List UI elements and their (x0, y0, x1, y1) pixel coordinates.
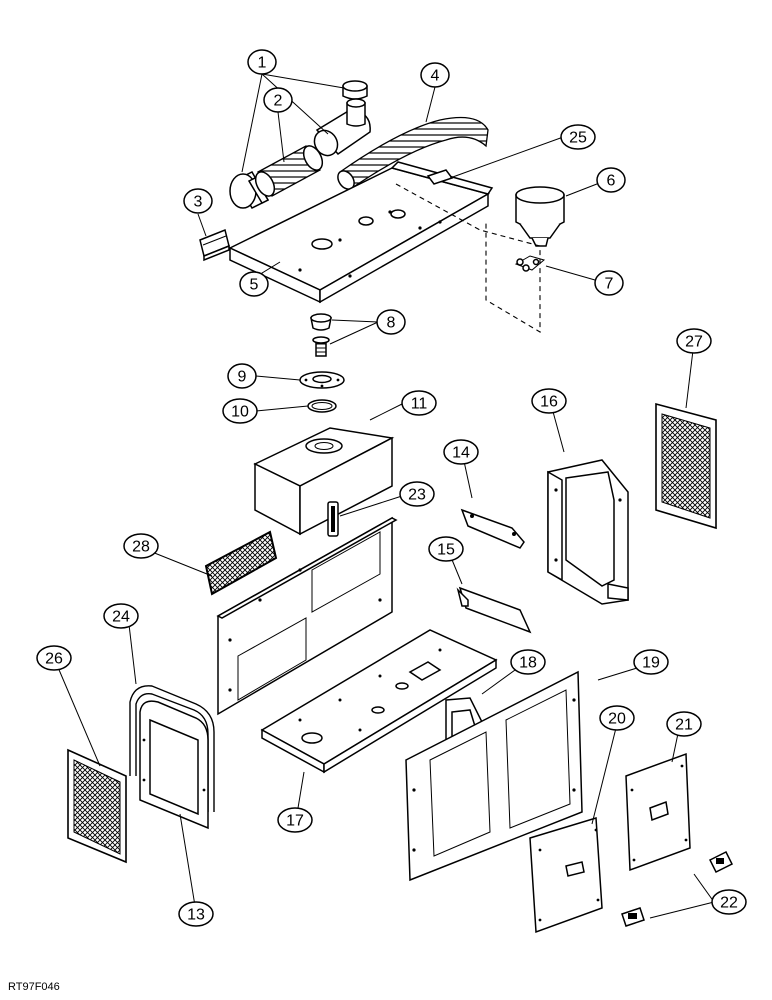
callout-11: 11 (401, 390, 437, 416)
callout-8: 8 (376, 309, 406, 335)
callout-19: 19 (633, 649, 669, 675)
callout-17: 17 (277, 807, 313, 833)
callout-10: 10 (222, 398, 258, 424)
svg-text:19: 19 (642, 655, 660, 672)
part-17-base-platform (260, 629, 498, 774)
svg-text:8: 8 (387, 315, 396, 332)
svg-text:25: 25 (569, 130, 587, 147)
part-7-clamp-hardware (514, 255, 546, 272)
assembly-path-line (395, 183, 541, 333)
svg-text:5: 5 (250, 277, 259, 294)
svg-text:24: 24 (112, 609, 130, 626)
callout-26: 26 (36, 645, 72, 671)
svg-text:26: 26 (45, 651, 63, 668)
svg-text:27: 27 (685, 334, 703, 351)
part-26-grille (67, 748, 127, 864)
part-4-exhaust-pipe (337, 116, 489, 190)
svg-text:9: 9 (238, 369, 247, 386)
part-27-grille (655, 402, 717, 530)
svg-text:3: 3 (194, 194, 203, 211)
svg-text:15: 15 (437, 542, 455, 559)
svg-text:7: 7 (605, 276, 614, 293)
part-19-front-panel (405, 670, 583, 882)
callout-23: 23 (399, 481, 435, 507)
callout-18: 18 (510, 649, 546, 675)
part-24-seal-strip (129, 685, 215, 812)
part-8-filler-cap (310, 313, 332, 357)
part-1-end-housing (229, 171, 270, 209)
svg-text:13: 13 (187, 907, 205, 924)
callout-2: 2 (263, 87, 293, 113)
part-15-plate (456, 586, 532, 634)
svg-text:21: 21 (675, 717, 693, 734)
svg-text:6: 6 (607, 173, 616, 190)
callout-25: 25 (560, 124, 596, 150)
callout-22: 22 (711, 889, 747, 915)
svg-text:10: 10 (231, 404, 249, 421)
part-2-flex-hose (254, 145, 324, 197)
svg-text:2: 2 (274, 93, 283, 110)
part-1-rain-cap (342, 80, 368, 100)
part-28-grille (204, 530, 278, 596)
svg-text:23: 23 (408, 487, 426, 504)
callout-1: 1 (247, 49, 277, 75)
part-11-tank (253, 427, 395, 536)
callout-28: 28 (123, 533, 159, 559)
callout-15: 15 (428, 536, 464, 562)
callout-27: 27 (676, 328, 712, 354)
svg-text:20: 20 (608, 711, 626, 728)
callout-7: 7 (594, 270, 624, 296)
part-10-o-ring (307, 399, 337, 413)
callout-3: 3 (183, 188, 213, 214)
part-6-canister (515, 186, 565, 247)
callout-21: 21 (666, 711, 702, 737)
svg-text:4: 4 (431, 68, 440, 85)
part-16-side-frame (547, 459, 629, 605)
callout-4: 4 (420, 62, 450, 88)
callout-24: 24 (103, 603, 139, 629)
drawing-id-label: RT97F046 (8, 981, 60, 993)
callout-5: 5 (239, 271, 269, 297)
part-23-sight-gauge (327, 501, 339, 537)
callout-14: 14 (443, 439, 479, 465)
svg-text:17: 17 (286, 813, 304, 830)
svg-text:18: 18 (519, 655, 537, 672)
svg-text:1: 1 (258, 55, 267, 72)
svg-text:11: 11 (411, 396, 428, 413)
part-20-door-panel (529, 817, 603, 934)
rear-panel (216, 516, 398, 716)
callout-9: 9 (227, 363, 257, 389)
callout-16: 16 (531, 388, 567, 414)
part-9-flange (299, 371, 345, 389)
callout-13: 13 (178, 901, 214, 927)
svg-text:22: 22 (720, 895, 738, 912)
part-14-bracket (460, 508, 525, 549)
svg-text:16: 16 (540, 394, 558, 411)
part-21-door-panel (625, 752, 691, 872)
svg-text:14: 14 (452, 445, 470, 462)
part-1-elbow-tube (313, 98, 371, 157)
callout-20: 20 (599, 705, 635, 731)
part-13-door-frame (139, 700, 209, 830)
svg-text:28: 28 (132, 539, 150, 556)
callout-6: 6 (596, 167, 626, 193)
part-3-filter-element (199, 228, 230, 262)
part-22-latches (621, 850, 734, 927)
